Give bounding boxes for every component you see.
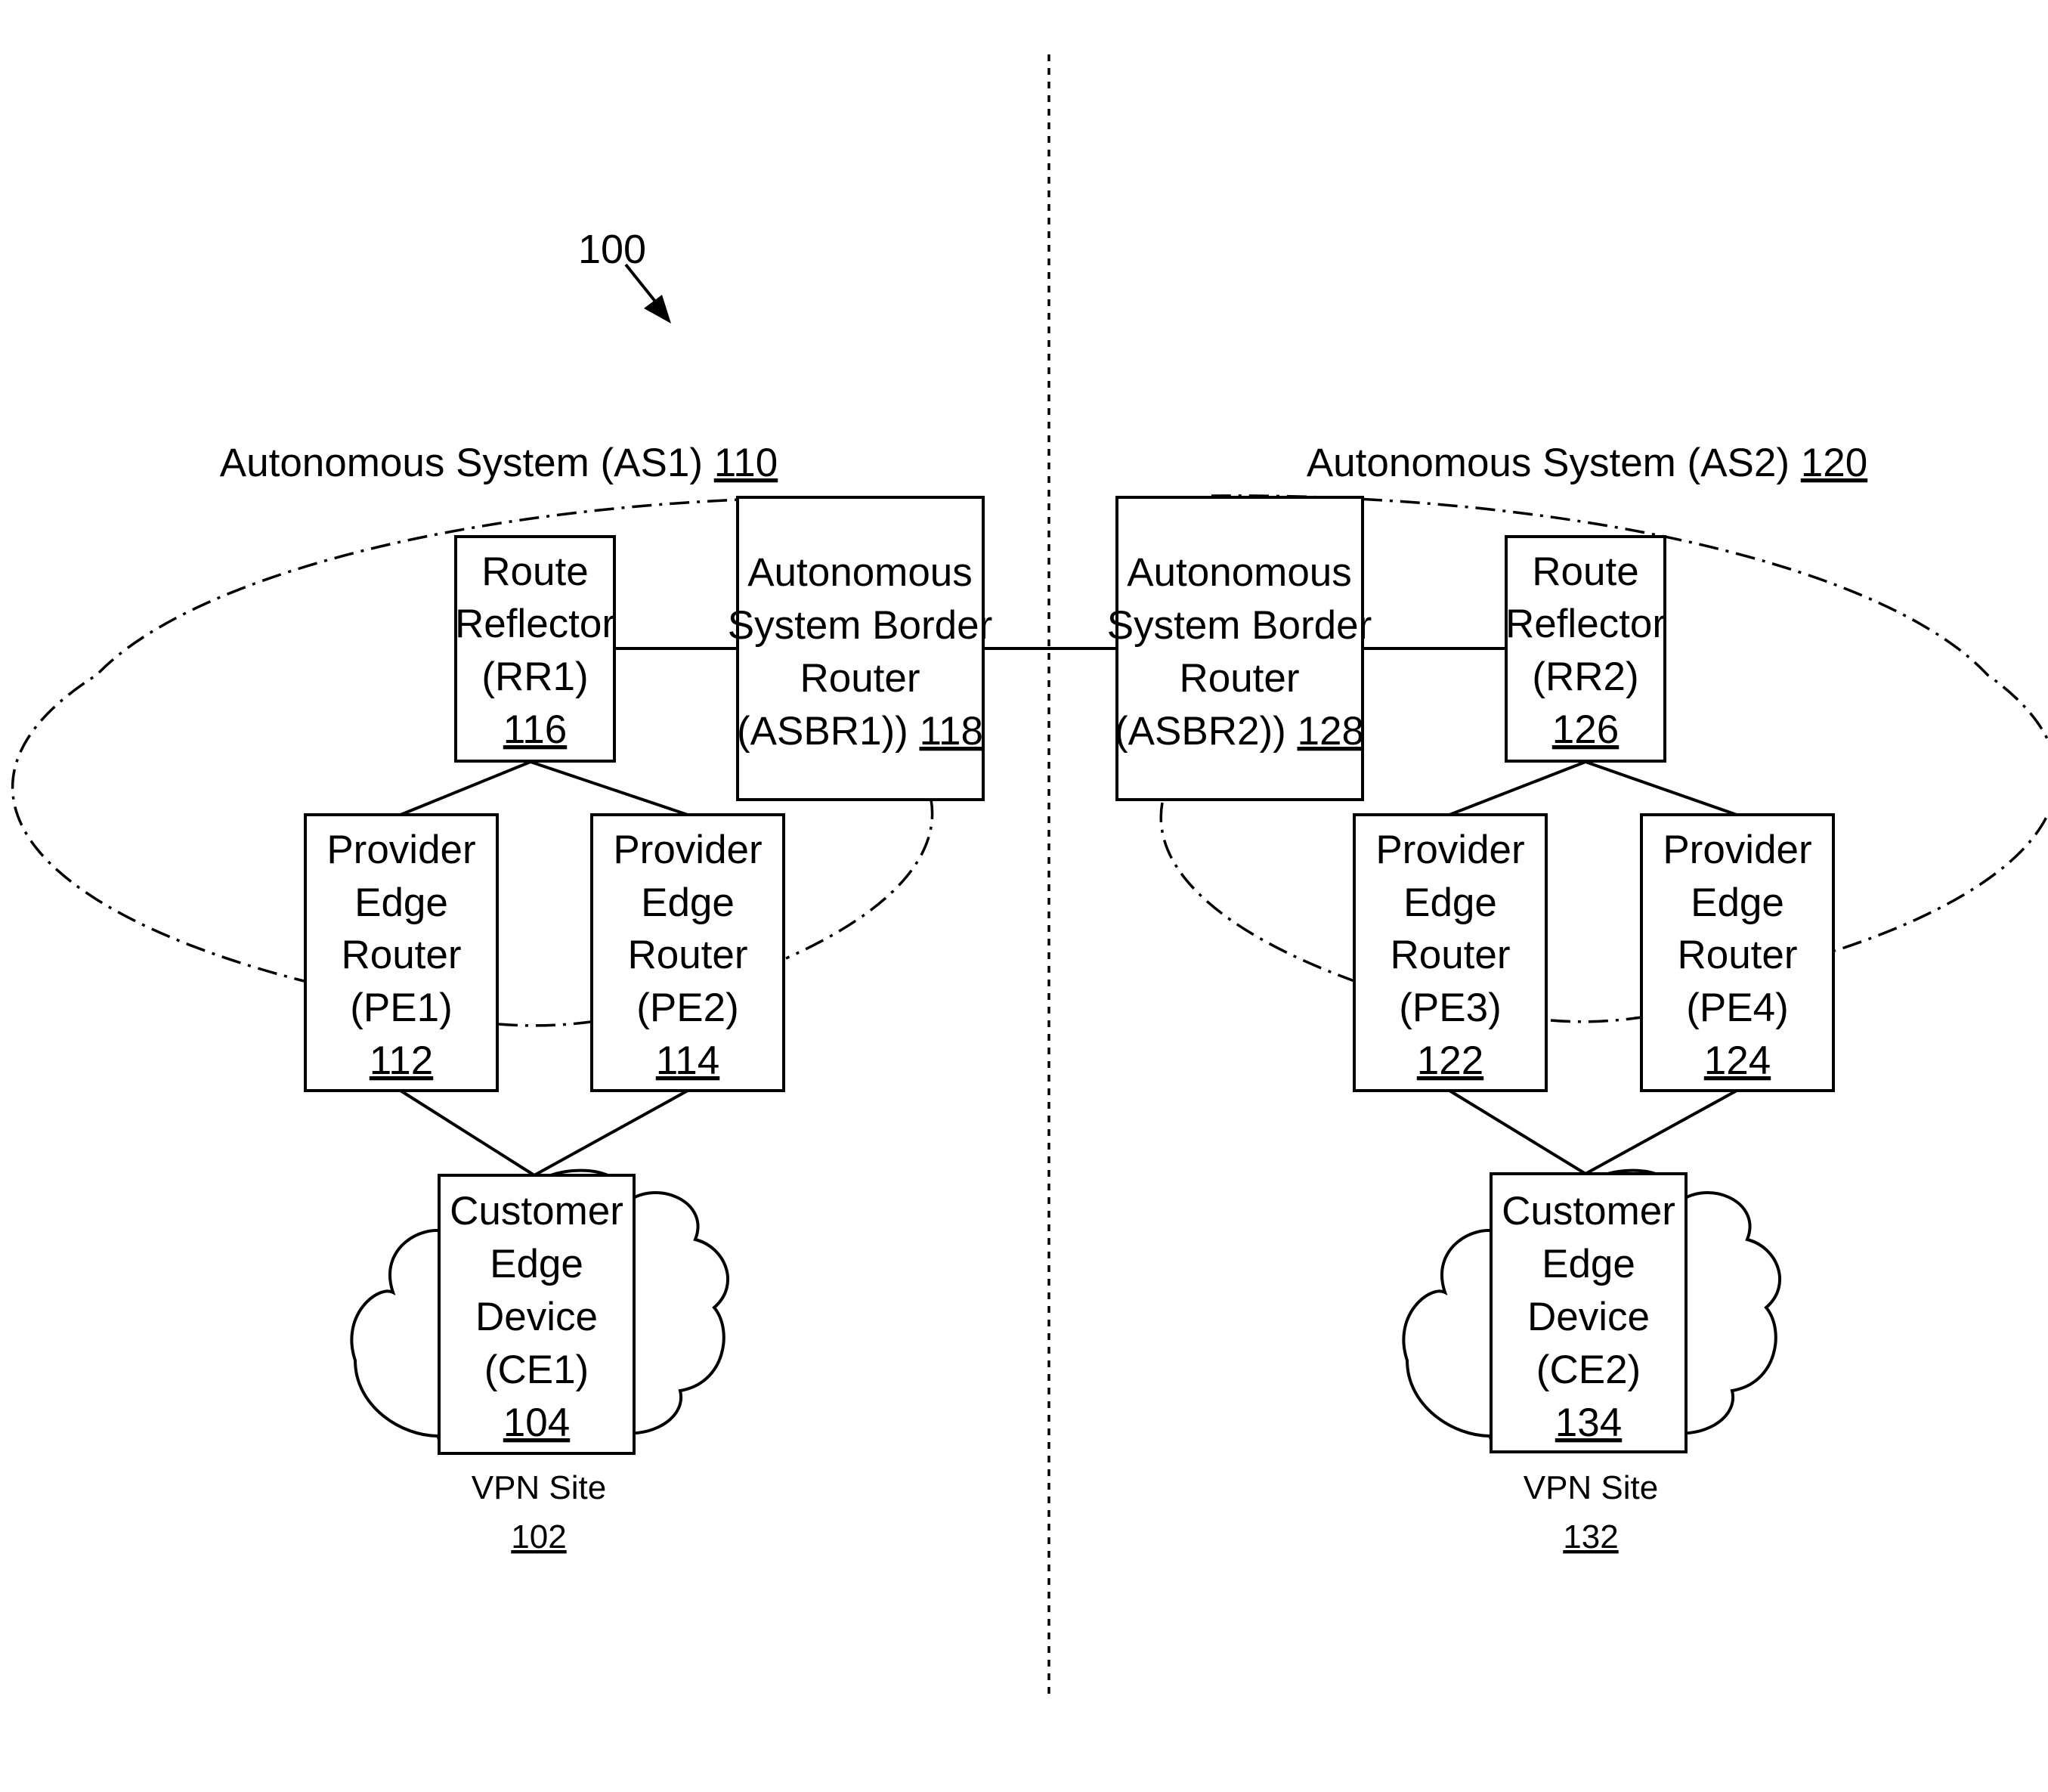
svg-text:(PE4): (PE4): [1686, 986, 1788, 1030]
provider-edge-router-pe4: Provider Edge Router (PE4) 124: [1641, 815, 1833, 1091]
svg-text:Edge: Edge: [354, 881, 448, 925]
svg-text:Router: Router: [1677, 933, 1797, 977]
customer-edge-device-ce1: Customer Edge Device (CE1) 104: [439, 1175, 634, 1453]
link-rr1-pe2: [531, 762, 688, 815]
svg-text:Route: Route: [481, 549, 588, 594]
svg-text:Customer: Customer: [1502, 1189, 1675, 1233]
link-rr1-pe1: [401, 762, 531, 815]
svg-text:Route: Route: [1532, 549, 1638, 594]
ce1-ref: 104: [503, 1400, 570, 1445]
svg-text:Provider: Provider: [613, 828, 762, 872]
provider-edge-router-pe1: Provider Edge Router (PE1) 112: [305, 815, 497, 1091]
asbr1-node: Autonomous System Border Router (ASBR1))…: [728, 497, 993, 800]
svg-text:Reflector: Reflector: [455, 602, 615, 646]
svg-text:Router: Router: [627, 933, 747, 977]
customer-edge-device-ce2: Customer Edge Device (CE2) 134: [1491, 1174, 1686, 1452]
pe2-ref: 114: [656, 1038, 720, 1083]
svg-text:Router: Router: [1390, 933, 1510, 977]
svg-text:(ASBR2)) 128: (ASBR2)) 128: [1115, 709, 1364, 754]
svg-text:(PE3): (PE3): [1399, 986, 1501, 1030]
svg-text:Edge: Edge: [490, 1242, 583, 1286]
svg-text:Provider: Provider: [326, 828, 475, 872]
pe4-ref: 124: [1704, 1038, 1771, 1083]
svg-text:(CE2): (CE2): [1536, 1348, 1641, 1392]
svg-text:(CE1): (CE1): [484, 1348, 589, 1392]
svg-text:Reflector: Reflector: [1505, 602, 1666, 646]
asbr2-node: Autonomous System Border Router (ASBR2))…: [1107, 497, 1372, 800]
svg-text:(PE2): (PE2): [636, 986, 738, 1030]
svg-text:Autonomous: Autonomous: [747, 550, 973, 595]
asbr2-ref: 128: [1298, 709, 1364, 754]
provider-edge-router-pe3: Provider Edge Router (PE3) 122: [1354, 815, 1546, 1091]
vpn-site-1-label: VPN Site: [472, 1469, 607, 1506]
svg-text:Edge: Edge: [641, 881, 735, 925]
svg-text:Router: Router: [1179, 656, 1299, 701]
svg-text:(RR1): (RR1): [481, 655, 588, 699]
as1-ref: 110: [714, 441, 778, 485]
svg-text:Provider: Provider: [1663, 828, 1811, 872]
svg-text:Router: Router: [341, 933, 461, 977]
figure-ref-arrow: [626, 265, 671, 323]
route-reflector-rr1: Route Reflector (RR1) 116: [455, 537, 615, 761]
as2-title: Autonomous System (AS2) 120: [1307, 441, 1867, 485]
svg-text:Edge: Edge: [1542, 1242, 1635, 1286]
pe3-ref: 122: [1417, 1038, 1483, 1083]
svg-text:Provider: Provider: [1375, 828, 1524, 872]
pe1-ref: 112: [370, 1038, 434, 1083]
svg-text:(ASBR1)) 118: (ASBR1)) 118: [737, 709, 983, 754]
as1-title: Autonomous System (AS1) 110: [220, 441, 778, 485]
svg-text:Device: Device: [1527, 1295, 1650, 1339]
asbr1-ref: 118: [919, 709, 983, 754]
ce2-ref: 134: [1555, 1400, 1622, 1445]
route-reflector-rr2: Route Reflector (RR2) 126: [1505, 537, 1666, 761]
svg-text:Edge: Edge: [1403, 881, 1497, 925]
link-pe3-ce2: [1449, 1091, 1585, 1174]
svg-text:Customer: Customer: [450, 1189, 623, 1233]
as2-ref: 120: [1801, 441, 1867, 485]
link-pe1-ce1: [401, 1091, 534, 1175]
svg-text:(RR2): (RR2): [1532, 655, 1638, 699]
svg-text:System Border: System Border: [728, 603, 993, 648]
link-rr2-pe4: [1585, 762, 1737, 815]
svg-text:System Border: System Border: [1107, 603, 1372, 648]
svg-text:Router: Router: [800, 656, 920, 701]
vpn-site-2-ref: 132: [1563, 1518, 1618, 1555]
rr1-ref: 116: [503, 707, 568, 752]
vpn-site-2-label: VPN Site: [1524, 1469, 1659, 1506]
rr2-ref: 126: [1552, 707, 1619, 752]
link-rr2-pe3: [1449, 762, 1585, 815]
svg-text:Autonomous: Autonomous: [1127, 550, 1352, 595]
svg-text:Edge: Edge: [1691, 881, 1784, 925]
provider-edge-router-pe2: Provider Edge Router (PE2) 114: [592, 815, 784, 1091]
figure-ref-label: 100: [578, 227, 646, 272]
link-pe4-ce2: [1585, 1091, 1737, 1174]
svg-text:Device: Device: [475, 1295, 598, 1339]
link-pe2-ce1: [534, 1091, 688, 1175]
vpn-site-1-ref: 102: [511, 1518, 566, 1555]
svg-text:(PE1): (PE1): [350, 986, 452, 1030]
